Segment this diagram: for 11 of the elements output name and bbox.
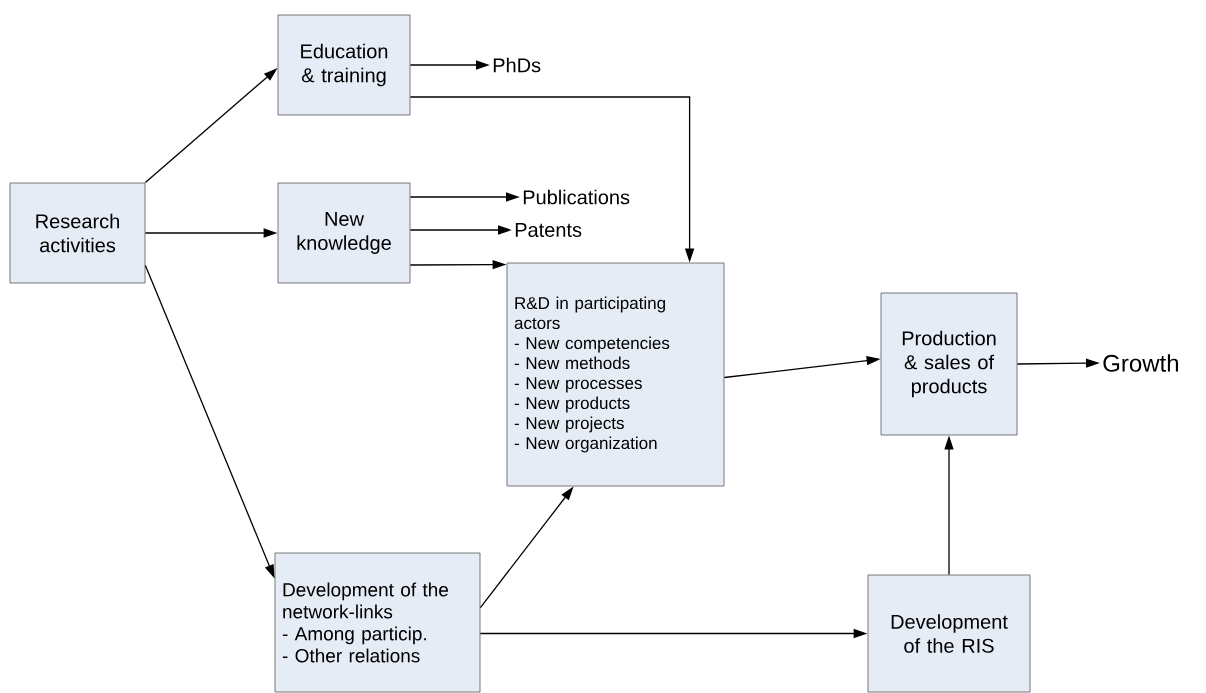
process-box: Research activities [9, 182, 146, 284]
process-box: Production & sales of products [880, 292, 1018, 436]
output-label: Publications [523, 189, 630, 205]
process-box: Development of the RIS [867, 574, 1031, 693]
process-box: R&D in participating actors - New competencies - New methods - New processes - New products - New projects - New organization [506, 262, 725, 487]
output-label: PhDs [493, 57, 541, 73]
output-label: Patents [515, 223, 582, 237]
process-box: Development of the network-links - Among particip. - Other relations [274, 552, 481, 693]
process-box: New knowledge [277, 182, 411, 284]
output-label: Growth [1103, 354, 1178, 372]
process-box: Education & training [277, 14, 411, 116]
